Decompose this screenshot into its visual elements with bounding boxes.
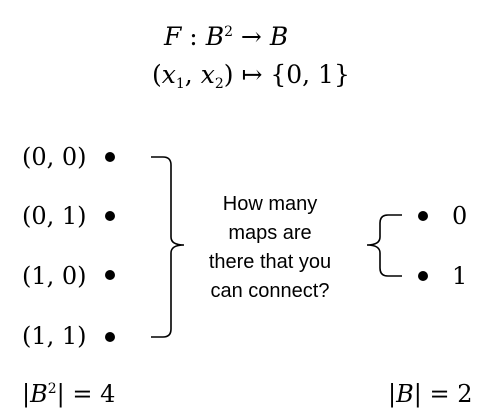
arrow: → [232,22,270,51]
question-line: How many [222,193,318,215]
question-line: maps are [228,222,312,244]
left-curly-brace [151,156,185,338]
domain-exponent: 2 [224,24,233,40]
colon: : [181,22,206,51]
domain-point-label: (0, 1) [22,202,87,230]
codomain-point-label: 1 [452,262,468,290]
abs-bar-open: | [388,380,397,408]
function-signature: F : B2 → B [164,22,288,51]
codomain-dot [418,271,428,281]
domain-dot [105,270,115,280]
codomain-cardinality: |B| = 2 [388,380,472,408]
domain-dot [105,332,115,342]
codomain-point-label: 0 [452,202,468,230]
domain-point-label: (1, 1) [22,322,87,350]
question-text: How many maps are there that you can con… [186,190,354,306]
x2-var: x [200,60,215,89]
abs-bar-open: | [22,380,31,408]
domain-set-exponent: 2 [47,381,57,397]
codomain-set: B [269,22,289,51]
output-set: {0, 1} [270,60,350,89]
x1-var: x [161,60,176,89]
domain-point-label: (0, 0) [22,143,87,171]
question-line: there that you [208,251,332,273]
domain-set: B [205,22,225,51]
x1-sub: 1 [175,76,185,92]
domain-cardinality-value: | = 4 [56,380,116,408]
function-name: F [164,22,182,51]
mapsto-arrow: ↦ [233,60,271,89]
domain-set-label: B [30,380,48,408]
input-comma: , [184,60,201,89]
codomain-cardinality-value: | = 2 [413,380,473,408]
x2-sub: 2 [214,76,224,92]
input-open: ( [152,60,162,89]
codomain-dot [418,211,428,221]
domain-dot [105,152,115,162]
question-line: can connect? [210,280,330,302]
domain-point-label: (1, 0) [22,262,87,290]
domain-cardinality: |B2| = 4 [22,380,115,408]
right-curly-brace [366,214,402,277]
input-close: ) [223,60,234,89]
codomain-set-label: B [396,380,414,408]
function-mapping: (x1, x2) ↦ {0, 1} [152,60,350,92]
domain-dot [105,211,115,221]
